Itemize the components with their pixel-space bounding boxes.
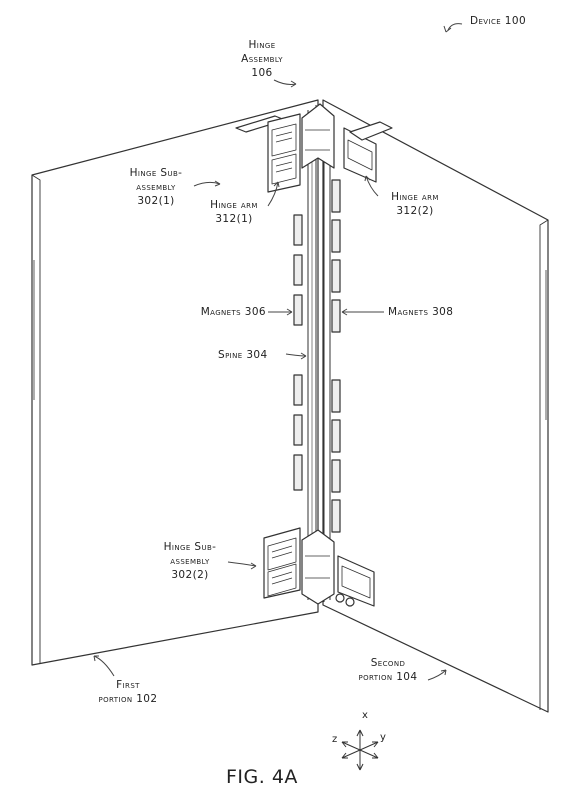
axes-symbol — [341, 729, 379, 771]
first-portion-panel — [31, 99, 319, 666]
leader-arrows — [93, 23, 463, 681]
hinge-sub-assembly-top — [235, 103, 393, 193]
spine — [307, 105, 331, 602]
magnets-308 — [331, 179, 341, 533]
hinge-sub-assembly-bottom — [263, 527, 375, 607]
second-portion-panel — [322, 99, 549, 713]
magnets-306 — [293, 214, 303, 491]
